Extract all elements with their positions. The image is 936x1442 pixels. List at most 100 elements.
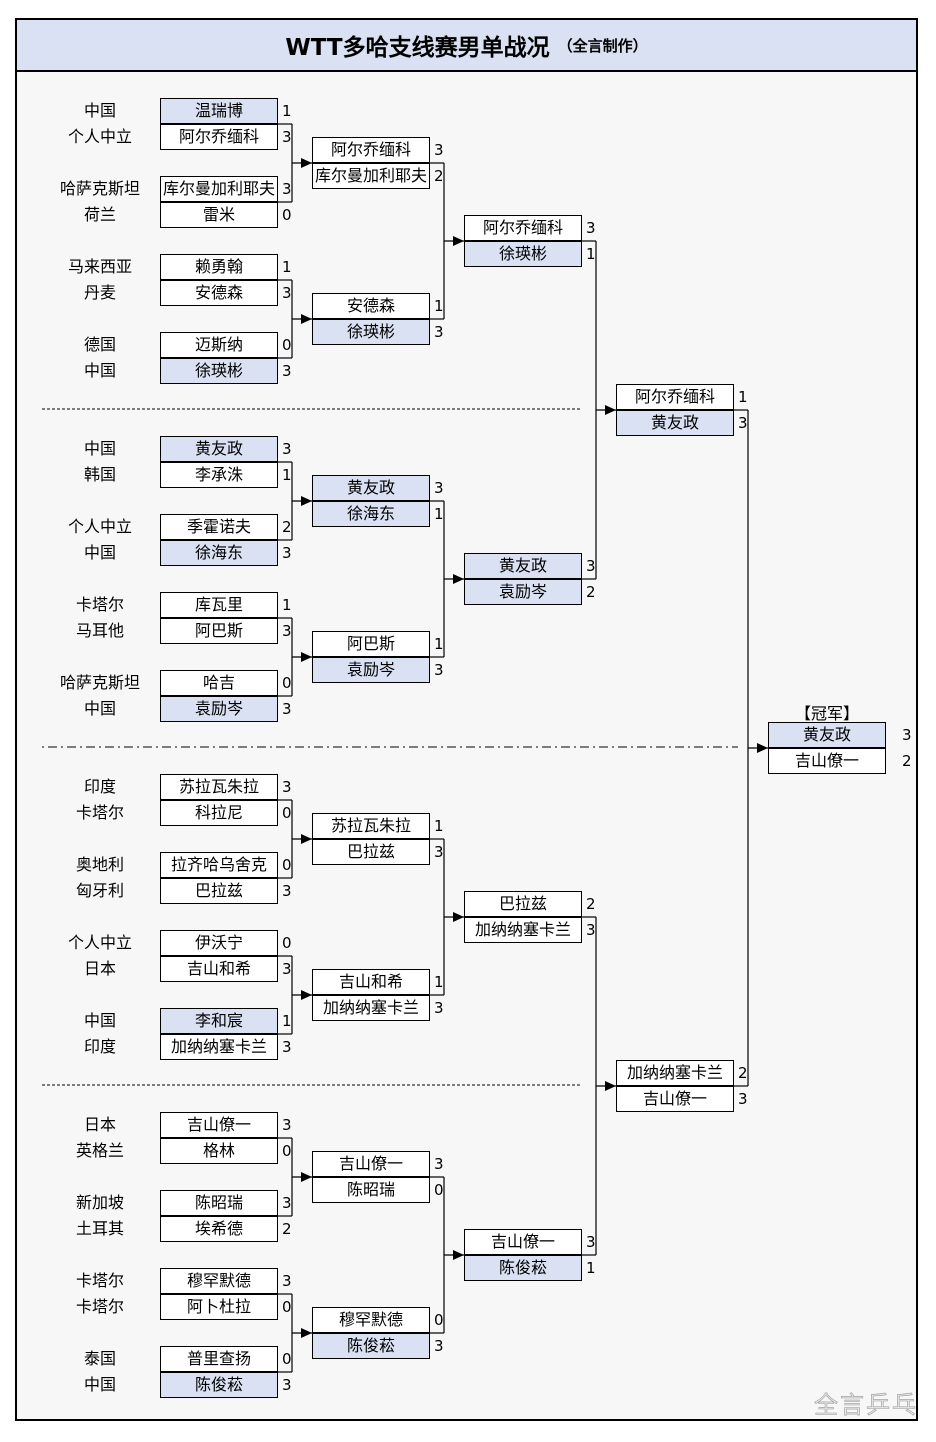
player-name-box[interactable]: 袁励岑 [464, 579, 582, 605]
player-score: 3 [282, 180, 292, 198]
player-name-box[interactable]: 阿尔乔缅科 [464, 215, 582, 241]
player-name-box[interactable]: 阿尔乔缅科 [616, 384, 734, 410]
player-name-box[interactable]: 徐瑛彬 [312, 319, 430, 345]
player-country: 日本 [83, 959, 116, 978]
player-name-box[interactable]: 黄友政 [464, 553, 582, 579]
player-name-box[interactable]: 伊沃宁 [160, 930, 278, 956]
player-name-box[interactable]: 苏拉瓦朱拉 [312, 813, 430, 839]
player-name-box[interactable]: 赖勇翰 [160, 254, 278, 280]
player-score: 1 [434, 635, 444, 653]
player-country: 中国 [83, 699, 116, 718]
player-name-box[interactable]: 李和宸 [160, 1008, 278, 1034]
arrow-icon [605, 1081, 616, 1091]
player-name-box[interactable]: 埃希德 [160, 1216, 278, 1242]
player-name-box[interactable]: 陈昭瑞 [312, 1177, 430, 1203]
player-name-box[interactable]: 吉山僚一 [464, 1229, 582, 1255]
player-name-box[interactable]: 苏拉瓦朱拉 [160, 774, 278, 800]
arrow-icon [453, 912, 464, 922]
player-score: 3 [282, 1376, 292, 1394]
player-name-box[interactable]: 陈俊菘 [160, 1372, 278, 1398]
player-name-box[interactable]: 徐瑛彬 [464, 241, 582, 267]
player-name-box[interactable]: 季霍诺夫 [160, 514, 278, 540]
player-name-box[interactable]: 陈昭瑞 [160, 1190, 278, 1216]
player-score: 3 [434, 1155, 444, 1173]
player-score: 0 [282, 1298, 292, 1316]
player-name-box[interactable]: 袁励岑 [312, 657, 430, 683]
player-name-box[interactable]: 加纳纳塞卡兰 [160, 1034, 278, 1060]
player-name-box[interactable]: 穆罕默德 [312, 1307, 430, 1333]
player-name-box[interactable]: 安德森 [160, 280, 278, 306]
player-name-box[interactable]: 吉山和希 [312, 969, 430, 995]
player-name-box[interactable]: 徐海东 [160, 540, 278, 566]
arrow-icon [301, 1328, 312, 1338]
player-name-box[interactable]: 巴拉兹 [464, 891, 582, 917]
player-name-box[interactable]: 陈俊菘 [464, 1255, 582, 1281]
player-name-box[interactable]: 迈斯纳 [160, 332, 278, 358]
player-score: 3 [434, 843, 444, 861]
player-name-box[interactable]: 吉山僚一 [768, 748, 886, 774]
player-name-box[interactable]: 陈俊菘 [312, 1333, 430, 1359]
player-name-box[interactable]: 雷米 [160, 202, 278, 228]
player-name-box[interactable]: 阿尔乔缅科 [312, 137, 430, 163]
player-name-box[interactable]: 阿巴斯 [160, 618, 278, 644]
player-name-box[interactable]: 阿卜杜拉 [160, 1294, 278, 1320]
player-name-box[interactable]: 黄友政 [160, 436, 278, 462]
arrow-icon [301, 652, 312, 662]
player-name-box[interactable]: 阿尔乔缅科 [160, 124, 278, 150]
player-score: 2 [434, 167, 444, 185]
player-score: 3 [586, 1233, 596, 1251]
player-name-box[interactable]: 加纳纳塞卡兰 [312, 995, 430, 1021]
player-name-box[interactable]: 安德森 [312, 293, 430, 319]
player-name-box[interactable]: 普里查扬 [160, 1346, 278, 1372]
player-name-box[interactable]: 徐瑛彬 [160, 358, 278, 384]
player-score: 0 [282, 206, 292, 224]
player-score: 0 [434, 1181, 444, 1199]
player-country: 卡塔尔 [75, 1297, 124, 1316]
player-name-box[interactable]: 阿巴斯 [312, 631, 430, 657]
player-country: 中国 [83, 101, 116, 120]
player-name-box[interactable]: 吉山僚一 [160, 1112, 278, 1138]
player-name-box[interactable]: 加纳纳塞卡兰 [616, 1060, 734, 1086]
player-name-box[interactable]: 袁励岑 [160, 696, 278, 722]
player-score: 3 [902, 726, 912, 744]
player-country: 泰国 [83, 1349, 116, 1368]
player-name-box[interactable]: 李承洙 [160, 462, 278, 488]
player-name-box[interactable]: 吉山僚一 [312, 1151, 430, 1177]
player-name-box[interactable]: 哈吉 [160, 670, 278, 696]
champion-label: 【冠军】 [794, 704, 859, 723]
player-name-box[interactable]: 黄友政 [312, 475, 430, 501]
player-score: 0 [282, 336, 292, 354]
player-name-box[interactable]: 库尔曼加利耶夫 [312, 163, 430, 189]
player-name-box[interactable]: 吉山和希 [160, 956, 278, 982]
player-name-box[interactable]: 库瓦里 [160, 592, 278, 618]
arrow-icon [605, 405, 616, 415]
player-name-box[interactable]: 巴拉兹 [160, 878, 278, 904]
player-name-box[interactable]: 库尔曼加利耶夫 [160, 176, 278, 202]
arrow-icon [453, 236, 464, 246]
player-name-box[interactable]: 穆罕默德 [160, 1268, 278, 1294]
player-country: 英格兰 [75, 1141, 124, 1160]
player-name-box[interactable]: 吉山僚一 [616, 1086, 734, 1112]
player-name-box[interactable]: 巴拉兹 [312, 839, 430, 865]
player-score: 3 [282, 700, 292, 718]
player-score: 3 [586, 219, 596, 237]
player-name-box[interactable]: 格林 [160, 1138, 278, 1164]
player-name-box[interactable]: 温瑞博 [160, 98, 278, 124]
player-name-box[interactable]: 黄友政 [768, 722, 886, 748]
player-country: 土耳其 [75, 1219, 124, 1238]
player-score: 1 [282, 102, 292, 120]
player-name-box[interactable]: 加纳纳塞卡兰 [464, 917, 582, 943]
player-score: 2 [586, 895, 596, 913]
player-country: 马来西亚 [67, 257, 132, 276]
player-score: 3 [282, 882, 292, 900]
player-name-box[interactable]: 黄友政 [616, 410, 734, 436]
player-name-box[interactable]: 徐海东 [312, 501, 430, 527]
player-score: 3 [282, 362, 292, 380]
player-name-box[interactable]: 科拉尼 [160, 800, 278, 826]
player-score: 3 [282, 544, 292, 562]
player-score: 1 [434, 817, 444, 835]
arrow-icon [453, 574, 464, 584]
player-name-box[interactable]: 拉齐哈乌舍克 [160, 852, 278, 878]
player-country: 个人中立 [67, 933, 132, 952]
player-score: 3 [282, 128, 292, 146]
